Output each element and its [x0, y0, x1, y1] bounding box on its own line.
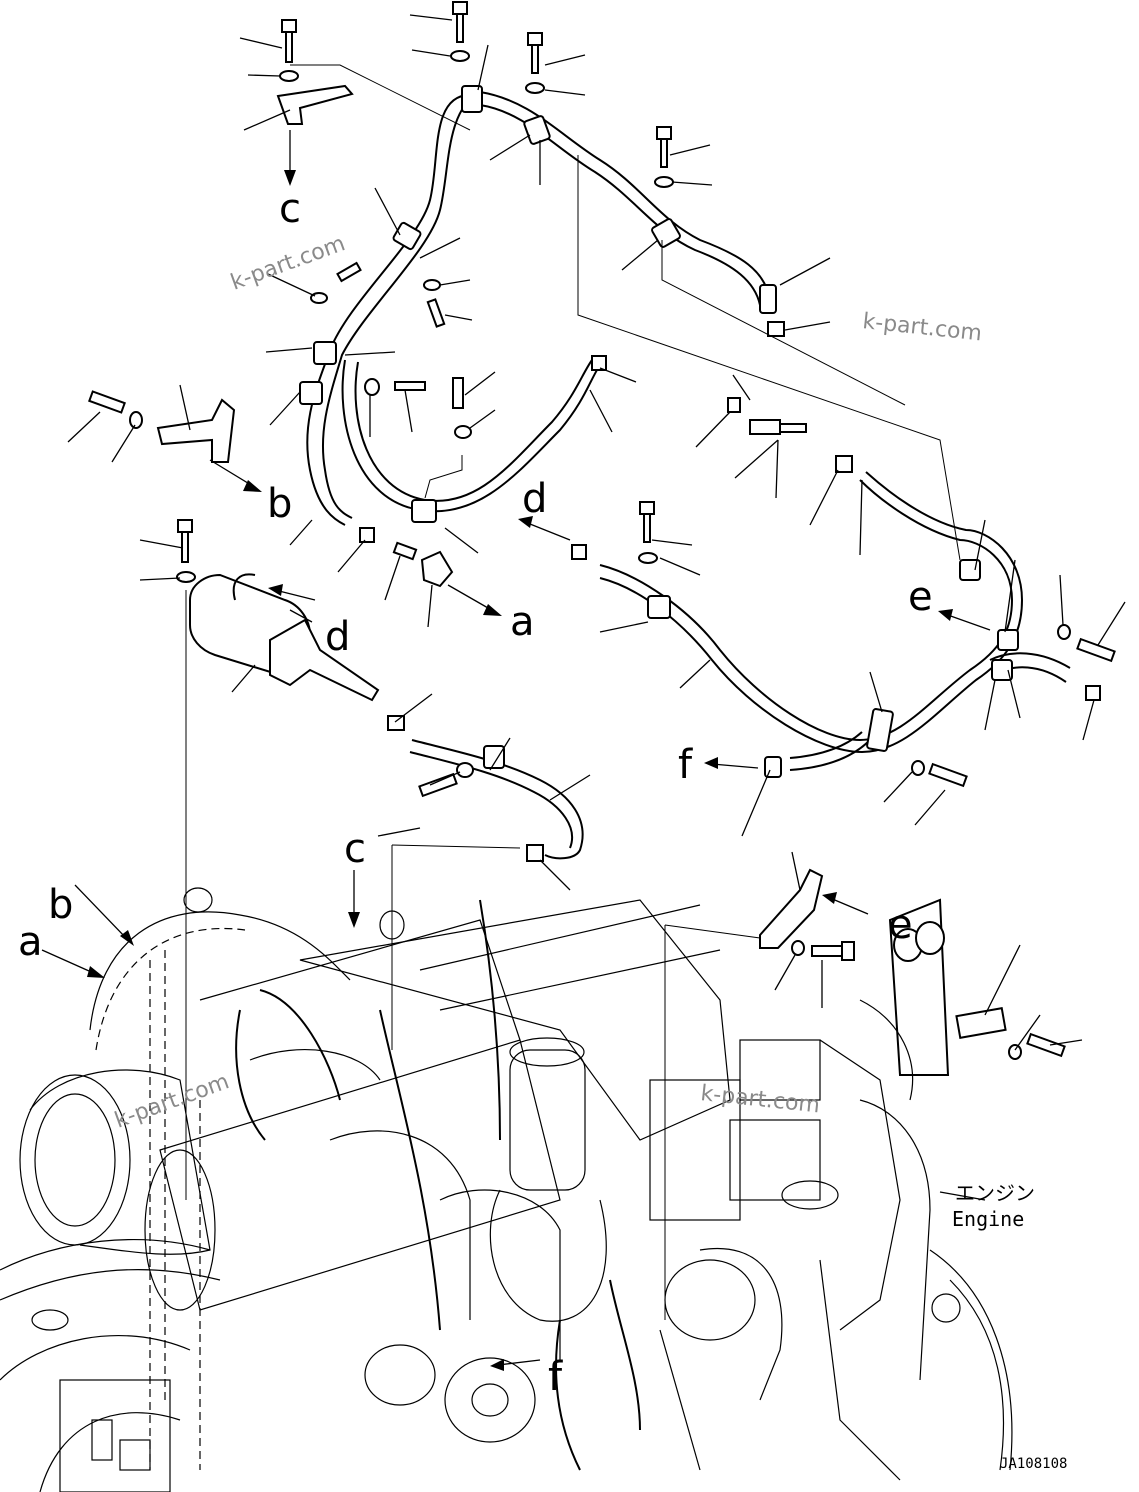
watermark-1: k-part.com — [228, 231, 349, 295]
watermark-4: k-part.com — [699, 1081, 821, 1118]
cooler-assembly — [176, 519, 584, 862]
label-c-upper: c — [279, 186, 301, 232]
engine-drawing — [0, 887, 1013, 1492]
upper-hose-assembly — [88, 1, 785, 588]
right-hose-loop — [571, 397, 1116, 788]
engine-label-jp: エンジン — [955, 1181, 1035, 1205]
label-f-lower: f — [548, 1354, 563, 1400]
label-d-upper: d — [522, 476, 547, 522]
label-e-lower: e — [888, 902, 913, 948]
reference-labels: c b d a d e f c e b a f — [18, 186, 933, 1400]
watermark-2: k-part.com — [861, 309, 983, 346]
label-b-upper: b — [267, 481, 292, 527]
label-a-upper: a — [510, 599, 535, 645]
leader-lines — [67, 14, 1126, 1320]
label-a-lower: a — [18, 919, 43, 965]
label-c-lower: c — [344, 826, 366, 872]
drawing-code: JA108108 — [1000, 1456, 1067, 1472]
watermarks: k-part.com k-part.com k-part.com k-part.… — [112, 231, 984, 1133]
label-e-upper: e — [908, 574, 933, 620]
watermark-3: k-part.com — [112, 1069, 233, 1133]
reference-arrows — [41, 130, 991, 1371]
label-d-lower: d — [325, 614, 350, 660]
label-b-lower: b — [48, 882, 73, 928]
right-bracket — [759, 868, 1066, 1076]
engine-label-en: Engine — [952, 1207, 1024, 1231]
label-f-upper: f — [678, 742, 693, 788]
